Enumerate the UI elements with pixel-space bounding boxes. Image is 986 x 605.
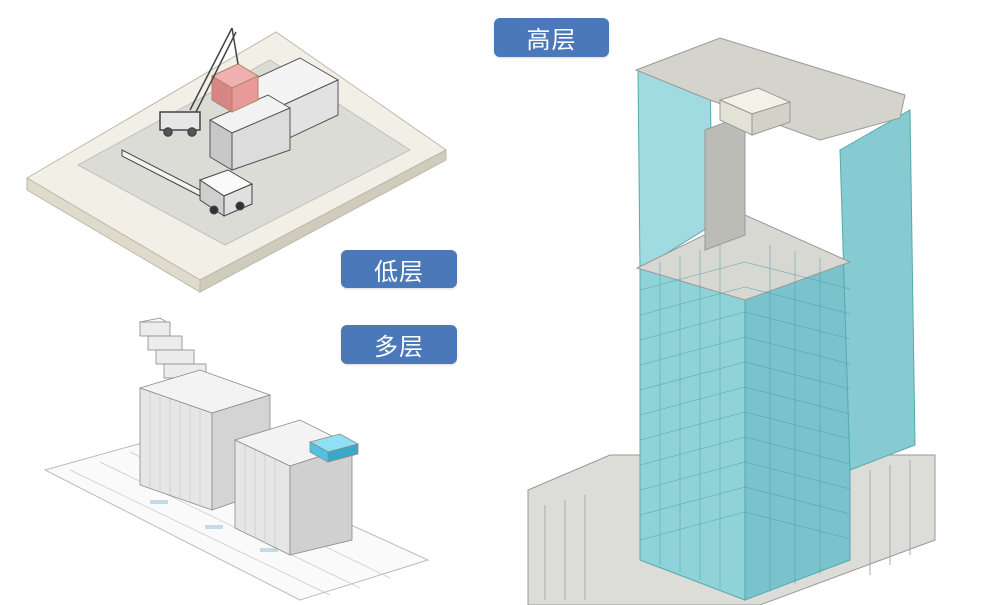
high-rise-label: 高层 [494,18,609,57]
low-rise-label: 低层 [341,250,457,288]
high-rise-tower [634,37,916,601]
low-rise-modules [208,57,340,171]
crane-icon [159,27,239,137]
mid-rise-label: 多层 [341,325,457,364]
mid-rise-modules [138,317,360,556]
truck-icon [121,149,254,217]
